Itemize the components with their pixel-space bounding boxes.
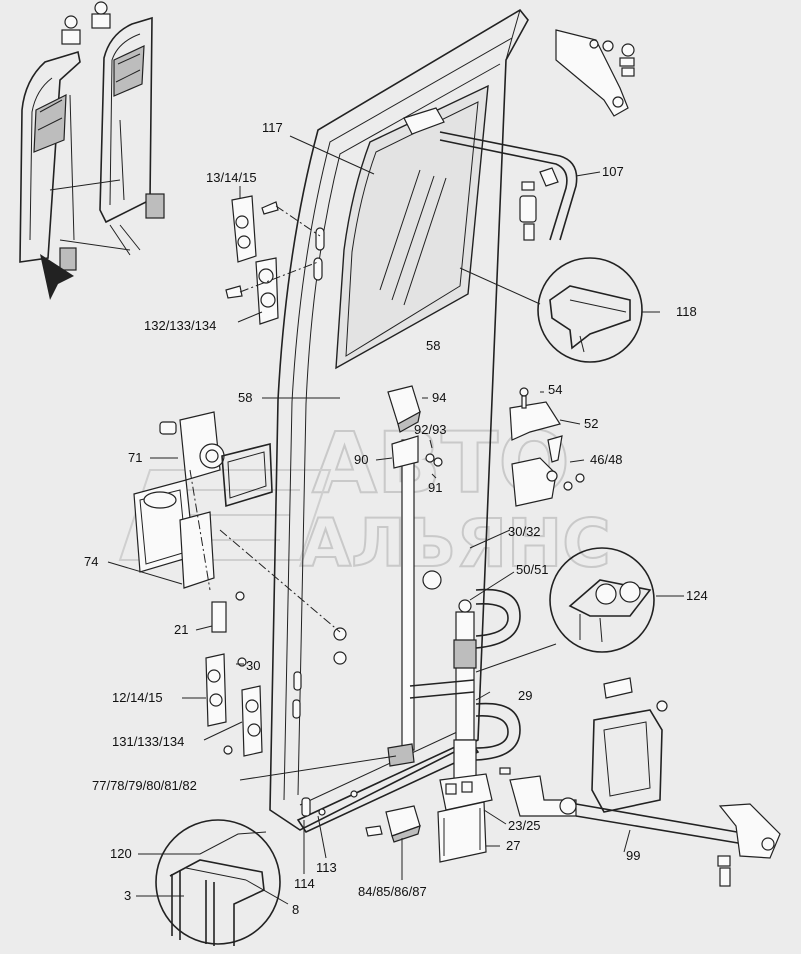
callout-132-133-134: 132/133/134 bbox=[144, 318, 216, 333]
callout-94: 94 bbox=[432, 390, 446, 405]
callout-114: 114 bbox=[294, 876, 315, 891]
detail-118 bbox=[537, 257, 643, 363]
callout-labels: 117 107 13/14/15 132/133/134 118 58 58 9… bbox=[84, 120, 708, 917]
part-rubber-stop bbox=[318, 790, 421, 843]
view-arrow-icon bbox=[40, 254, 74, 300]
part-lower-latch bbox=[205, 653, 263, 757]
callout-84-85-86-87: 84/85/86/87 bbox=[358, 884, 427, 899]
callout-124: 124 bbox=[686, 588, 708, 603]
lock-cylinder-icon bbox=[422, 570, 442, 590]
callout-13-14-15: 13/14/15 bbox=[206, 170, 257, 185]
callout-46-48: 46/48 bbox=[590, 452, 623, 467]
part-107-stay-rod bbox=[439, 29, 635, 241]
callout-91: 91 bbox=[428, 480, 442, 495]
callout-107: 107 bbox=[602, 164, 624, 179]
part-99-stay-arm bbox=[499, 767, 781, 887]
thumb-handle-icon bbox=[61, 29, 81, 45]
callout-117: 117 bbox=[262, 120, 283, 135]
part-inside-handle bbox=[387, 385, 443, 469]
callout-90: 90 bbox=[354, 452, 368, 467]
callout-58-window: 58 bbox=[426, 338, 440, 353]
callout-21: 21 bbox=[174, 622, 188, 637]
watermark-line2: АЛЬЯНС bbox=[300, 505, 611, 582]
detail-120 bbox=[155, 819, 281, 946]
callout-3: 3 bbox=[124, 888, 131, 903]
callout-30-32: 30/32 bbox=[508, 524, 541, 539]
detail-124 bbox=[549, 547, 655, 653]
callout-58-door: 58 bbox=[238, 390, 252, 405]
callout-23-25: 23/25 bbox=[508, 818, 541, 833]
callout-120: 120 bbox=[110, 846, 132, 861]
callout-54: 54 bbox=[548, 382, 562, 397]
part-lock bbox=[133, 411, 341, 633]
callout-30: 30 bbox=[246, 658, 260, 673]
callout-71: 71 bbox=[128, 450, 142, 465]
door-assembly bbox=[269, 8, 529, 834]
thumbnail-overview bbox=[19, 1, 165, 300]
part-upper-hinge bbox=[225, 195, 321, 325]
callout-50-51: 50/51 bbox=[516, 562, 549, 577]
part-cover-box bbox=[591, 677, 668, 813]
callout-131-133-134: 131/133/134 bbox=[112, 734, 184, 749]
callout-8: 8 bbox=[292, 902, 299, 917]
callout-52: 52 bbox=[584, 416, 598, 431]
callout-12-14-15: 12/14/15 bbox=[112, 690, 163, 705]
part-lower-hinge bbox=[509, 387, 585, 507]
callout-92-93: 92/93 bbox=[414, 422, 447, 437]
callout-113: 113 bbox=[316, 860, 337, 875]
callout-118: 118 bbox=[676, 304, 697, 319]
part-operating-rod bbox=[387, 588, 521, 863]
leader-lines bbox=[107, 135, 684, 905]
callout-99: 99 bbox=[626, 848, 640, 863]
callout-77-82: 77/78/79/80/81/82 bbox=[92, 778, 197, 793]
callout-29: 29 bbox=[518, 688, 532, 703]
callout-74: 74 bbox=[84, 554, 98, 569]
callout-27: 27 bbox=[506, 838, 520, 853]
